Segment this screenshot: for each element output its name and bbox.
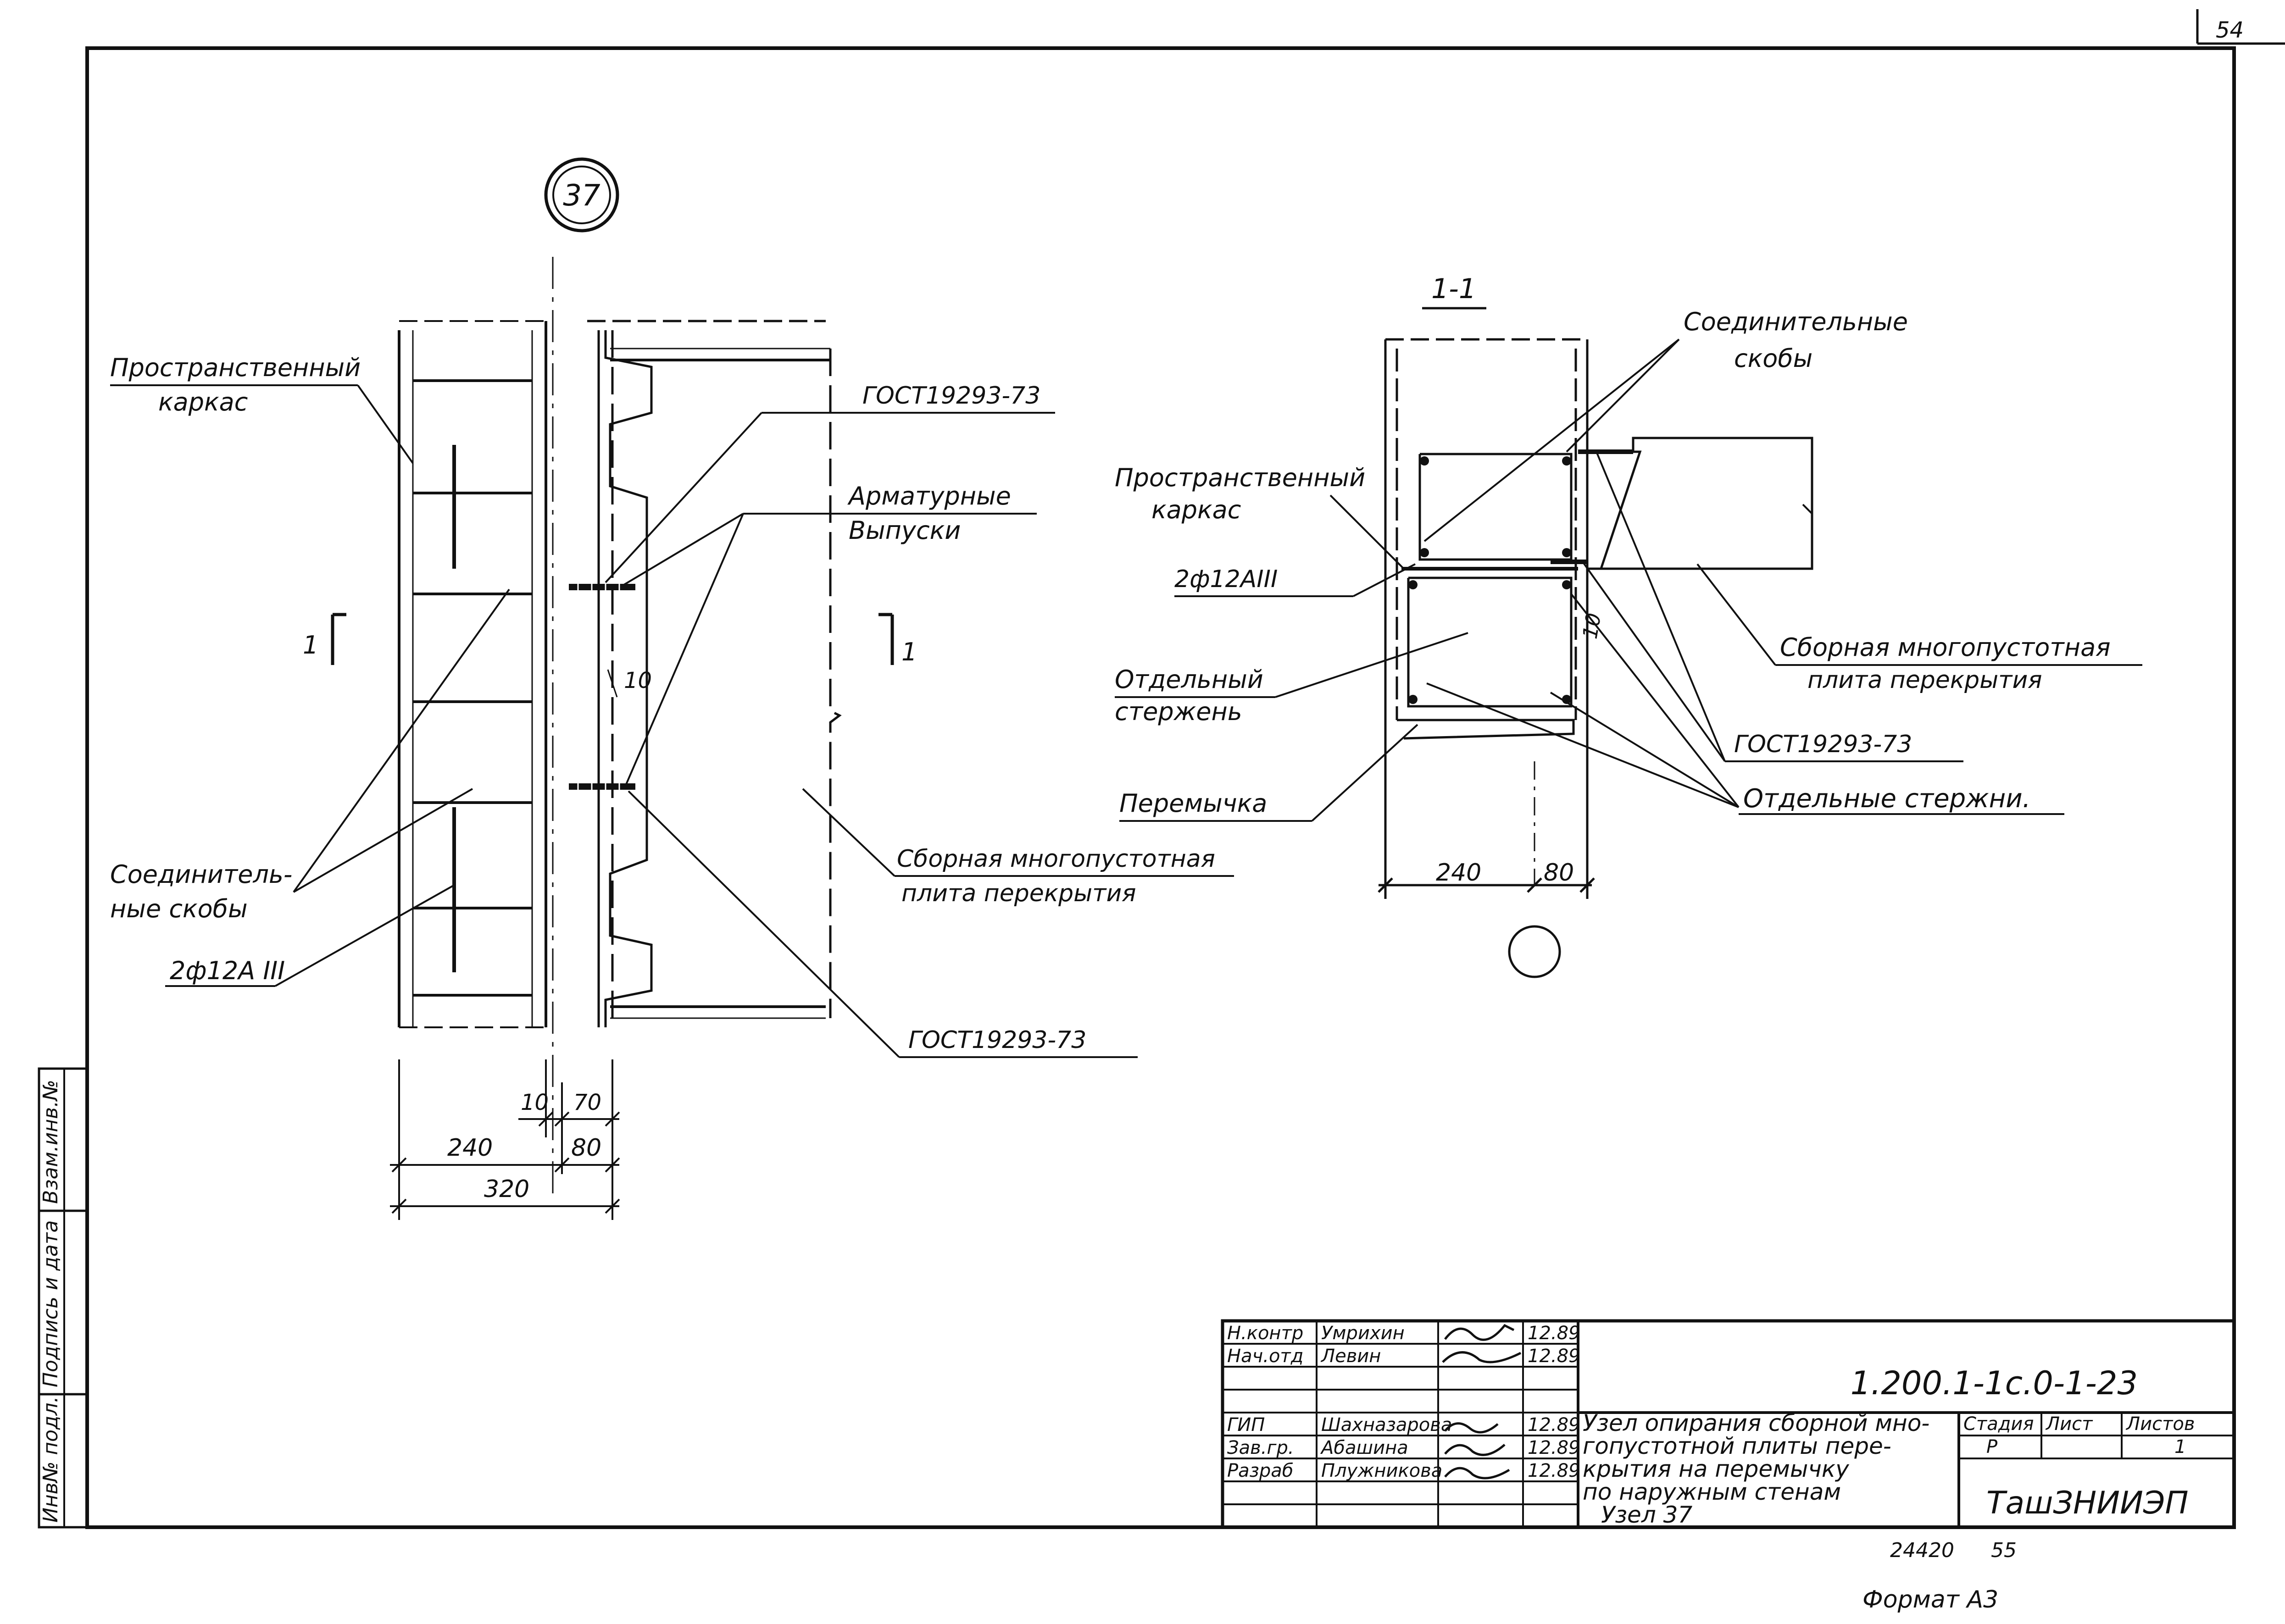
label-brackets-1: Соединитель- <box>110 860 292 889</box>
s-label-brackets-2: скобы <box>1734 344 1812 373</box>
left-dimensions <box>390 1059 620 1220</box>
tb-name-5: Плужникова <box>1321 1460 1442 1481</box>
tb-sheets-header: Листов <box>2125 1413 2195 1435</box>
tb-role-0: Н.контр <box>1227 1323 1303 1344</box>
tb-desc-3: по наружным стенам <box>1583 1479 1841 1505</box>
label-slab-2: плита перекрытия <box>901 880 1136 907</box>
label-rebar-outlets-2: Выпуски <box>849 516 961 545</box>
tb-sheets: 1 <box>2174 1436 2186 1458</box>
side-stamp: Инв№ подл. Подпись и дата Взам.инв.№ <box>38 1067 89 1529</box>
tb-name-3: Шахназарова <box>1321 1414 1452 1436</box>
section-mark-right: 1 <box>878 613 917 666</box>
tb-stage-header: Стадия <box>1963 1413 2034 1435</box>
s-dim-240: 240 <box>1436 859 1481 887</box>
s-dim-80: 80 <box>1544 859 1574 887</box>
format-label: Формат А3 <box>1862 1586 1998 1613</box>
tb-stage: Р <box>1986 1436 1998 1458</box>
s-label-separate-rods: Отдельные стержни. <box>1743 784 2030 814</box>
doc-code: 1.200.1-1с.0-1-23 <box>1851 1364 2138 1402</box>
s-label-slab-2: плита перекрытия <box>1807 666 2042 694</box>
label-rebar-2phi12: 2ф12А III <box>170 956 285 985</box>
s-label-gost: ГОСТ19293-73 <box>1734 731 1912 758</box>
label-gost-top: ГОСТ19293-73 <box>862 382 1040 410</box>
s-label-lintel: Перемычка <box>1119 789 1267 818</box>
dim-10: 10 <box>521 1090 549 1115</box>
tb-role-4: Зав.гр. <box>1227 1437 1294 1458</box>
page-number-box: 54 <box>2196 9 2285 45</box>
section-mark-left: 1 <box>303 613 346 665</box>
tb-name-0: Умрихин <box>1321 1323 1405 1344</box>
s-label-rebar-2phi12: 2ф12АIII <box>1174 565 1278 593</box>
tb-role-5: Разраб <box>1227 1460 1293 1481</box>
dim-240: 240 <box>447 1134 493 1162</box>
organization: ТашЗНИИЭП <box>1986 1485 2189 1521</box>
label-gost-bottom: ГОСТ19293-73 <box>908 1026 1086 1054</box>
s-label-separate-rod-2: стержень <box>1115 697 1242 726</box>
section-1-1-view: 1-1 <box>1115 273 2142 978</box>
svg-text:1: 1 <box>901 637 917 666</box>
svg-text:1: 1 <box>303 631 318 660</box>
tb-desc-1: гопустотной плиты пере- <box>1583 1433 1891 1459</box>
s-label-space-frame-1: Пространственный <box>1115 463 1365 492</box>
copy-number: 55 <box>1991 1539 2017 1562</box>
tb-role-1: Нач.отд <box>1227 1346 1303 1367</box>
label-slab-1: Сборная многопустотная <box>897 845 1215 873</box>
tb-role-3: ГИП <box>1227 1414 1265 1436</box>
s-dim-10: 10 <box>1579 611 1606 641</box>
section-title: 1-1 <box>1431 273 1476 305</box>
tb-desc-4: Узел 37 <box>1601 1502 1692 1528</box>
dim-320: 320 <box>484 1175 529 1203</box>
dim-10-vertical: 10 <box>624 668 652 693</box>
s-label-space-frame-2: каркас <box>1151 495 1241 524</box>
tb-name-4: Абашина <box>1320 1437 1408 1458</box>
tb-name-1: Левин <box>1320 1346 1381 1367</box>
title-block: Н.контр Умрихин 12.89 Нач.отд Левин 12.8… <box>1221 1319 2236 1529</box>
s-label-slab-1: Сборная многопустотная <box>1780 633 2111 662</box>
tb-date-3: 12.89 <box>1528 1414 1580 1436</box>
label-space-frame-1: Пространственный <box>110 353 361 382</box>
label-brackets-2: ные скобы <box>110 894 248 923</box>
tb-desc-0: Узел опирания сборной мно- <box>1583 1410 1929 1436</box>
s-label-brackets-1: Соединительные <box>1684 307 1908 336</box>
tb-date-5: 12.89 <box>1528 1460 1580 1481</box>
dim-80: 80 <box>571 1134 601 1162</box>
tb-date-0: 12.89 <box>1528 1323 1580 1344</box>
label-space-frame-2: каркас <box>158 388 248 416</box>
node-37-view: 37 <box>110 157 1234 1220</box>
signatures <box>1442 1324 1522 1480</box>
tb-sheet-header: Лист <box>2045 1413 2093 1435</box>
node-marker-number: 37 <box>563 179 600 213</box>
tb-date-1: 12.89 <box>1528 1346 1580 1367</box>
node-marker-circle <box>544 157 619 233</box>
page-number: 54 <box>2216 17 2244 43</box>
side-stamp-replace-inv: Взам.инв.№ <box>39 1080 62 1204</box>
side-stamp-sign-date: Подпись и дата <box>39 1220 62 1387</box>
section-node-circle <box>1508 925 1561 978</box>
side-stamp-inv-no: Инв№ подл. <box>39 1396 62 1523</box>
dim-70: 70 <box>573 1090 601 1115</box>
tb-desc-2: крытия на перемычку <box>1583 1456 1850 1482</box>
inventory-number: 24420 <box>1890 1539 1954 1562</box>
s-label-separate-rod-1: Отдельный <box>1115 665 1263 694</box>
label-rebar-outlets-1: Арматурные <box>847 482 1011 510</box>
tb-date-4: 12.89 <box>1528 1437 1580 1458</box>
drawing-frame <box>85 46 2236 1529</box>
